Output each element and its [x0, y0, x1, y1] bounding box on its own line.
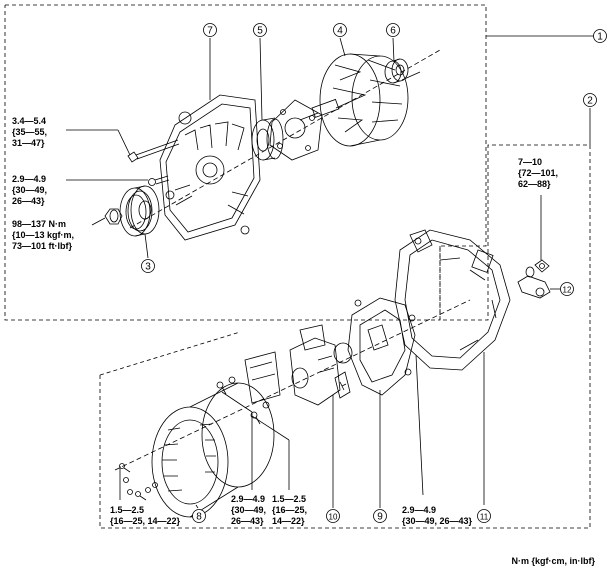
torque-units-note: N·m {kgf·cm, in·lbf}: [511, 556, 595, 566]
rectifier: [347, 297, 416, 396]
callout-4: 4: [333, 23, 347, 37]
svg-text:4: 4: [337, 26, 343, 37]
rear-assembly-boundary: [99, 144, 591, 529]
svg-text:6: 6: [390, 26, 396, 37]
svg-text:7: 7: [207, 26, 213, 37]
svg-text:8: 8: [196, 512, 202, 523]
callout-12: 12: [560, 282, 574, 296]
callout-6: 6: [386, 23, 400, 37]
front-assembly-boundary: [4, 4, 487, 321]
callout-7: 7: [203, 23, 217, 37]
callout-2: 2: [583, 93, 597, 107]
diode-plate: [244, 351, 281, 404]
rotor: [299, 53, 421, 147]
callout-11: 11: [477, 509, 491, 523]
svg-text:1: 1: [597, 32, 603, 43]
rear-housing: [394, 229, 511, 371]
svg-text:9: 9: [377, 512, 383, 523]
stator: [151, 382, 275, 518]
callout-1: 1: [593, 29, 607, 43]
torque-spec-housing-screw: 2.9—4.9 {30—49, 26—43}: [12, 174, 48, 206]
through-bolt: [127, 139, 180, 163]
torque-spec-diode-screws: 2.9—4.9 {30—49, 26—43}: [231, 494, 267, 526]
callout-8: 8: [192, 509, 206, 523]
housing-screw: [148, 175, 170, 186]
torque-spec-pulley-nut: 98—137 N·m {10—13 kgf·m, 73—101 ft·lbf}: [12, 219, 75, 251]
torque-spec-terminal-nut: 7—10 {72—101, 62—88}: [518, 157, 559, 189]
callout-9: 9: [373, 509, 387, 523]
torque-spec-brush-holder-screws: 1.5—2.5 {16—25, 14—22}: [272, 494, 308, 526]
svg-text:2: 2: [587, 96, 593, 107]
torque-spec-rectifier-screws: 2.9—4.9 {30—49, 26—43}: [402, 505, 473, 526]
front-housing: [159, 94, 261, 241]
b-terminal-nut: [517, 259, 551, 299]
callout-5: 5: [253, 23, 267, 37]
svg-text:3: 3: [145, 262, 151, 273]
torque-spec-through-bolt: 3.4—5.4 {35—55, 31—47}: [12, 116, 48, 148]
stator-lead-screws: [119, 463, 158, 501]
svg-text:12: 12: [563, 286, 572, 295]
svg-text:10: 10: [329, 513, 338, 522]
front-bearing: [251, 117, 284, 161]
svg-text:11: 11: [480, 513, 489, 522]
regulator-brush-holder: [289, 324, 351, 406]
callout-3: 3: [141, 259, 155, 273]
pulley-nut: [104, 208, 123, 225]
gasket-ring: [333, 342, 353, 364]
svg-text:5: 5: [257, 26, 263, 37]
bearing-retainer-plate: [269, 99, 323, 161]
callout-10: 10: [326, 509, 340, 523]
brush-holder-screws: [216, 376, 270, 425]
pulley: [119, 185, 160, 237]
torque-spec-stator-screws: 1.5—2.5 {16—25, 14—22}: [110, 505, 181, 526]
